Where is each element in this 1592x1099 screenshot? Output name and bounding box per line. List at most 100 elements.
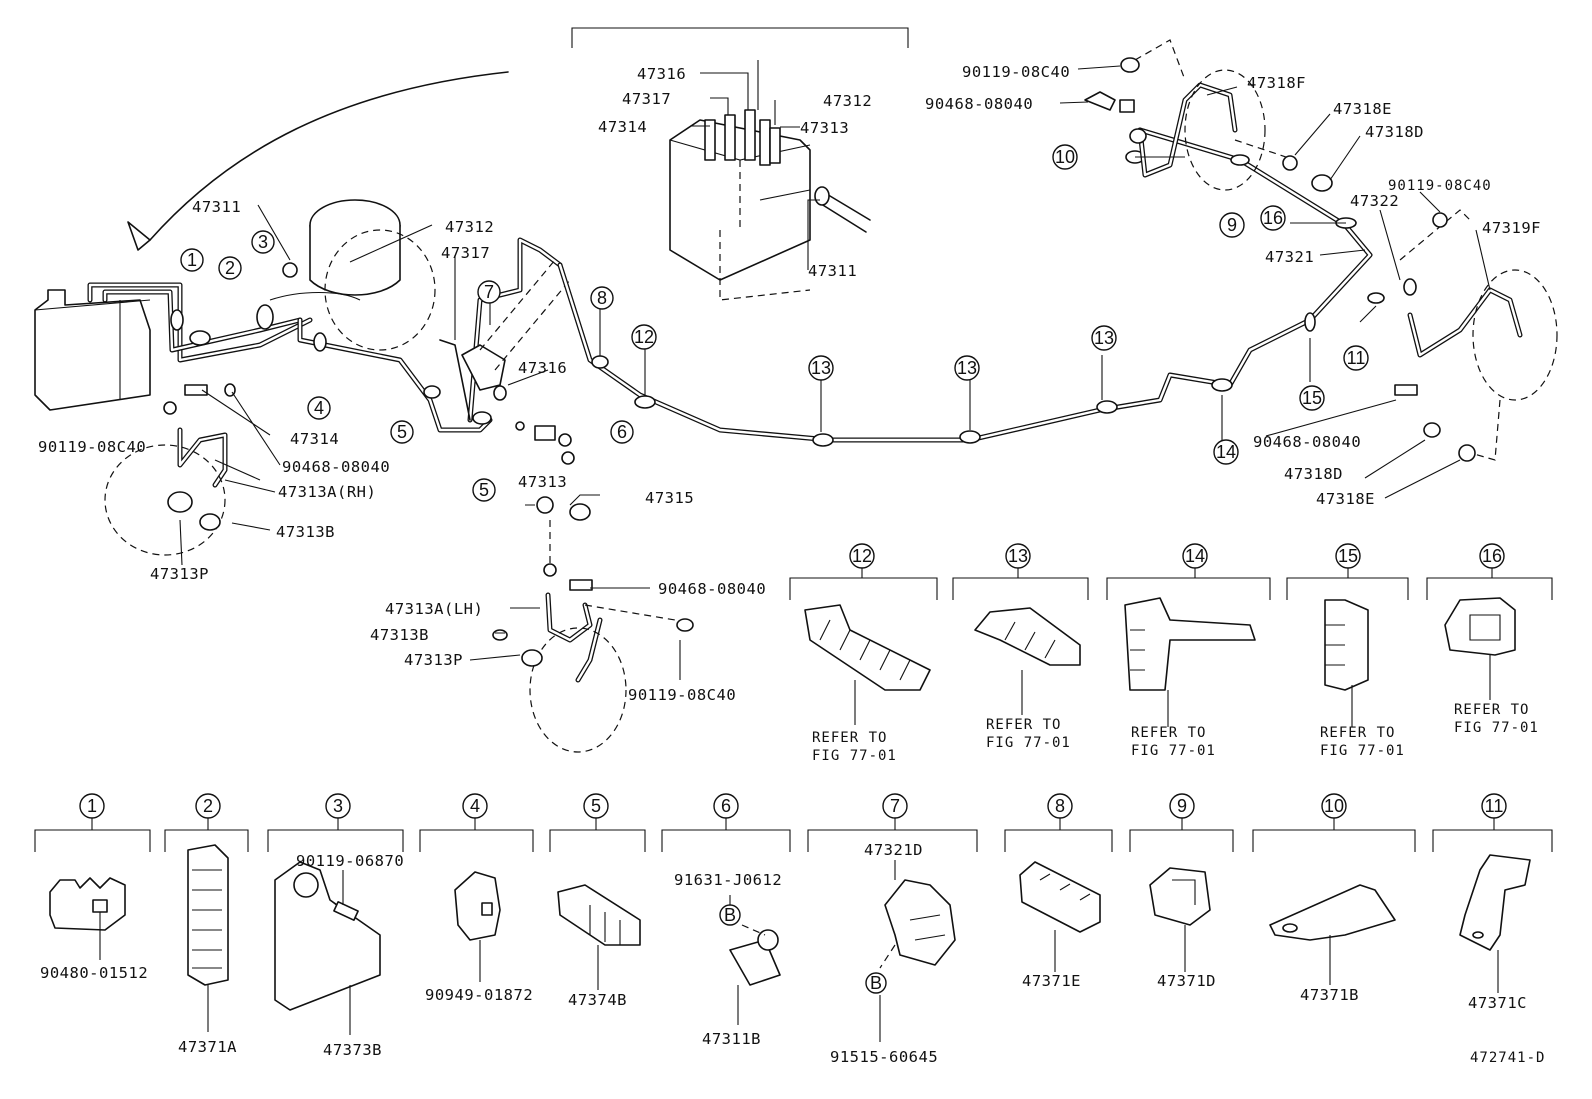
- fig-ref-16: FIG 77-01: [1454, 720, 1539, 736]
- label-47313A-lh: 47313A(LH): [385, 600, 483, 618]
- detail-callout-4: 4: [462, 793, 488, 819]
- callout-1: 1: [180, 248, 204, 272]
- label-47317-left: 47317: [441, 244, 490, 262]
- svg-text:9: 9: [1177, 796, 1187, 816]
- label-47312-left: 47312: [445, 218, 494, 236]
- label-90949: 90949-01872: [425, 986, 533, 1004]
- fig-ref-15: FIG 77-01: [1320, 743, 1405, 759]
- label-90119-r2: 90119-08C40: [1388, 178, 1492, 194]
- svg-text:14: 14: [1216, 442, 1236, 462]
- fig-ref-13: FIG 77-01: [986, 735, 1071, 751]
- svg-text:12: 12: [852, 546, 872, 566]
- label-47311-left: 47311: [192, 198, 241, 216]
- callout-4: 4: [307, 396, 331, 420]
- refer-to-14: REFER TO: [1131, 725, 1206, 741]
- refer-to-15: REFER TO: [1320, 725, 1395, 741]
- label-90468-r2: 90468-08040: [1253, 433, 1361, 451]
- label-47322: 47322: [1350, 192, 1399, 210]
- svg-text:6: 6: [721, 796, 731, 816]
- label-47371C: 47371C: [1468, 994, 1527, 1012]
- callout-11: 11: [1343, 345, 1369, 371]
- label-47313A-rh: 47313A(RH): [278, 483, 376, 501]
- label-47371B: 47371B: [1300, 986, 1359, 1004]
- svg-text:15: 15: [1302, 388, 1322, 408]
- label-90119-left: 90119-08C40: [38, 438, 146, 456]
- detail-callout-10: 10: [1321, 793, 1347, 819]
- label-47313P-left: 47313P: [150, 565, 209, 583]
- callout-13-header: 13: [1005, 543, 1031, 569]
- refer-to-13: REFER TO: [986, 717, 1061, 733]
- callout-16-header: 16: [1479, 543, 1505, 569]
- svg-text:11: 11: [1485, 796, 1504, 816]
- callout-8: 8: [590, 286, 614, 310]
- svg-text:10: 10: [1324, 796, 1344, 816]
- callout-5a: 5: [390, 420, 414, 444]
- refer-to-16: REFER TO: [1454, 702, 1529, 718]
- svg-text:7: 7: [484, 282, 494, 302]
- svg-text:13: 13: [811, 358, 831, 378]
- label-47318F: 47318F: [1247, 74, 1306, 92]
- callout-5b: 5: [472, 478, 496, 502]
- bottom-detail-row: 1 2 3 4 5 6 7 8 9 10 11: [34, 793, 1553, 1066]
- svg-text:4: 4: [470, 796, 480, 816]
- detail-callout-1: 1: [79, 793, 105, 819]
- letter-b-7: B: [870, 973, 882, 993]
- label-47313-top: 47313: [800, 119, 849, 137]
- label-90468-mid: 90468-08040: [658, 580, 766, 598]
- letter-b-6: B: [724, 905, 736, 925]
- callout-7: 7: [477, 280, 501, 304]
- label-90480: 90480-01512: [40, 964, 148, 982]
- fig-ref-14: FIG 77-01: [1131, 743, 1216, 759]
- main-callouts: 1 2 3 4 5 5 6 7 8 12 13 13 13 14 15 11 1…: [180, 144, 1369, 502]
- fig-ref-12: FIG 77-01: [812, 748, 897, 764]
- callout-13b: 13: [954, 355, 980, 381]
- label-90468-left: 90468-08040: [282, 458, 390, 476]
- label-47313P-mid: 47313P: [404, 651, 463, 669]
- callout-10: 10: [1052, 144, 1078, 170]
- svg-text:13: 13: [1008, 546, 1028, 566]
- svg-text:14: 14: [1185, 546, 1205, 566]
- label-47317-top: 47317: [622, 90, 671, 108]
- diagram-id: 472741-D: [1470, 1050, 1545, 1066]
- master-cylinder-area: 47311 47312 47317 47316 47314 90119-08C4…: [34, 71, 766, 753]
- svg-text:13: 13: [1094, 328, 1114, 348]
- label-47316-left: 47316: [518, 359, 567, 377]
- label-47312-top: 47312: [823, 92, 872, 110]
- label-91515: 91515-60645: [830, 1048, 938, 1066]
- svg-text:6: 6: [617, 422, 627, 442]
- svg-text:11: 11: [1347, 348, 1366, 368]
- svg-text:13: 13: [957, 358, 977, 378]
- label-47313B-left: 47313B: [276, 523, 335, 541]
- label-47374B: 47374B: [568, 991, 627, 1009]
- label-47314-left: 47314: [290, 430, 339, 448]
- callout-6: 6: [610, 420, 634, 444]
- svg-text:1: 1: [87, 796, 97, 816]
- label-90468-r1: 90468-08040: [925, 95, 1033, 113]
- svg-text:2: 2: [203, 796, 213, 816]
- label-47311-top: 47311: [808, 262, 857, 280]
- svg-text:12: 12: [634, 327, 654, 347]
- svg-text:7: 7: [890, 796, 900, 816]
- svg-text:8: 8: [597, 288, 607, 308]
- svg-text:2: 2: [225, 258, 235, 278]
- svg-text:5: 5: [397, 422, 407, 442]
- label-47315: 47315: [645, 489, 694, 507]
- svg-text:8: 8: [1055, 796, 1065, 816]
- svg-text:16: 16: [1263, 208, 1283, 228]
- refer-to-12: REFER TO: [812, 730, 887, 746]
- detail-callout-5: 5: [583, 793, 609, 819]
- callout-14: 14: [1213, 439, 1239, 465]
- svg-text:3: 3: [333, 796, 343, 816]
- label-90119-06870: 90119-06870: [296, 852, 404, 870]
- label-47318D-r1: 47318D: [1365, 123, 1424, 141]
- label-90119-r1: 90119-08C40: [962, 63, 1070, 81]
- label-47371D: 47371D: [1157, 972, 1216, 990]
- detail-callout-6: 6: [713, 793, 739, 819]
- callout-13a: 13: [808, 355, 834, 381]
- callout-3: 3: [251, 230, 275, 254]
- detail-callout-9: 9: [1169, 793, 1195, 819]
- callout-12-header: 12: [849, 543, 875, 569]
- callout-14-header: 14: [1182, 543, 1208, 569]
- svg-text:4: 4: [314, 398, 324, 418]
- fitting-bolts: [704, 109, 781, 166]
